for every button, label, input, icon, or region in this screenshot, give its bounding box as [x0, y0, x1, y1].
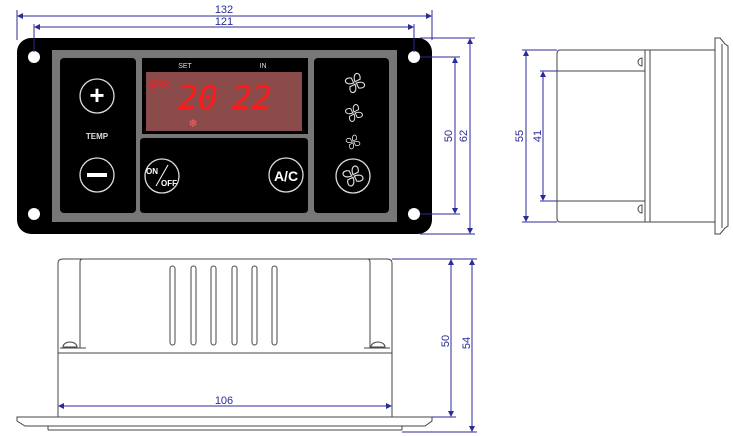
off-label: OFF	[161, 179, 177, 188]
dim-front-width: 132	[215, 4, 233, 16]
err-indicator: ERR	[150, 79, 170, 89]
set-label: SET	[178, 63, 192, 70]
temp-pad	[60, 58, 136, 213]
front-dimensions: 132 121 50 62	[16, 4, 475, 235]
fan-button[interactable]	[335, 158, 371, 194]
mounting-hole	[408, 51, 420, 63]
vent-slots	[169, 265, 278, 346]
inside-temperature-value: 22	[232, 78, 272, 117]
lcd-screen	[146, 72, 302, 131]
side-flange	[714, 37, 729, 235]
set-temperature-value: 20	[178, 78, 218, 117]
mounting-hole	[408, 208, 420, 220]
plus-icon: +	[89, 80, 104, 110]
slash-divider	[155, 164, 169, 187]
dim-hole-width: 121	[215, 16, 233, 28]
screw-icon	[637, 204, 643, 214]
mounting-hole	[28, 208, 40, 220]
ac-button[interactable]: A/C	[268, 157, 304, 193]
screw-icon	[62, 341, 78, 348]
dim-body-width: 106	[215, 395, 233, 407]
temp-plus-button[interactable]: +	[79, 78, 115, 114]
temp-minus-button[interactable]	[79, 157, 115, 193]
bottom-flange	[16, 416, 433, 427]
screw-icon	[370, 341, 386, 348]
front-view: + TEMP SET IN ERR 20 22 ❄ ON OFF A/C	[17, 38, 432, 234]
mounting-holes	[28, 51, 420, 220]
bottom-view: 106 50 54	[16, 258, 477, 433]
dim-body-depth: 50	[440, 335, 452, 347]
screw-icon	[637, 57, 643, 67]
dim-side-inner-height: 41	[532, 130, 544, 142]
snowflake-icon: ❄	[188, 118, 197, 130]
dim-front-height: 62	[458, 130, 470, 142]
temp-label: TEMP	[86, 132, 109, 141]
mounting-hole	[28, 51, 40, 63]
in-label: IN	[260, 63, 267, 70]
dim-total-depth: 54	[461, 337, 473, 349]
dim-side-height: 55	[514, 130, 526, 142]
dim-hole-height: 50	[443, 130, 455, 142]
on-label: ON	[146, 167, 158, 176]
onoff-button[interactable]: ON OFF	[144, 158, 180, 194]
minus-icon	[87, 173, 107, 177]
side-view: 55 41	[514, 37, 729, 235]
ac-label: A/C	[274, 168, 298, 184]
